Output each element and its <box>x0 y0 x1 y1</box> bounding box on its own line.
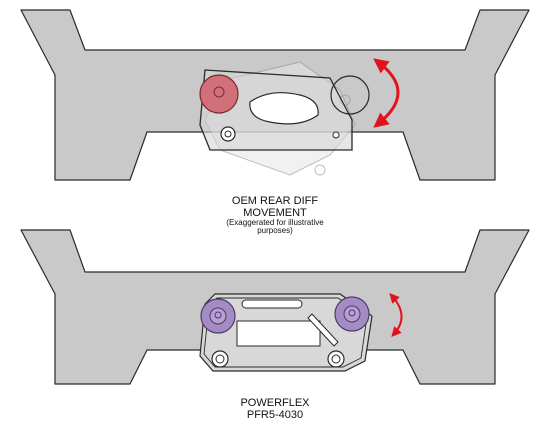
oem-diagram <box>0 0 550 190</box>
bracket-hole-left <box>220 126 236 142</box>
oem-diagram-svg <box>20 9 530 181</box>
powerflex-diagram <box>0 226 550 386</box>
oem-note-line1: (Exaggerated for illustrative <box>226 218 324 228</box>
bracket-hole-right <box>332 131 340 139</box>
oem-caption: OEM REAR DIFF MOVEMENT (Exaggerated for … <box>0 195 550 236</box>
oem-caption-line2: MOVEMENT <box>243 206 307 219</box>
powerflex-caption-line2: PFR5-4030 <box>246 408 304 421</box>
bracket-top-slot <box>241 299 303 309</box>
bracket-diagonal-slot <box>307 313 339 347</box>
powerflex-diagram-svg <box>20 229 530 385</box>
powerflex-caption-line1: POWERFLEX <box>240 397 310 409</box>
bracket-hole-left <box>211 350 229 368</box>
powerflex-caption: POWERFLEX PFR5-4030 <box>0 397 550 421</box>
rotation-arrow-icon <box>373 58 400 128</box>
oem-caption-line1: OEM REAR DIFF <box>231 195 319 207</box>
powerflex-bracket <box>199 293 373 372</box>
bracket-slot <box>249 92 319 125</box>
powerflex-bush-right <box>334 296 370 332</box>
powerflex-bush-left <box>200 298 236 334</box>
oem-bush <box>199 74 239 114</box>
bracket-hole-right <box>327 350 345 368</box>
rotation-arrow-icon <box>389 293 403 337</box>
bracket-window <box>236 320 321 347</box>
oem-mount-right <box>330 75 370 115</box>
oem-note-line2: purposes) <box>257 226 293 236</box>
